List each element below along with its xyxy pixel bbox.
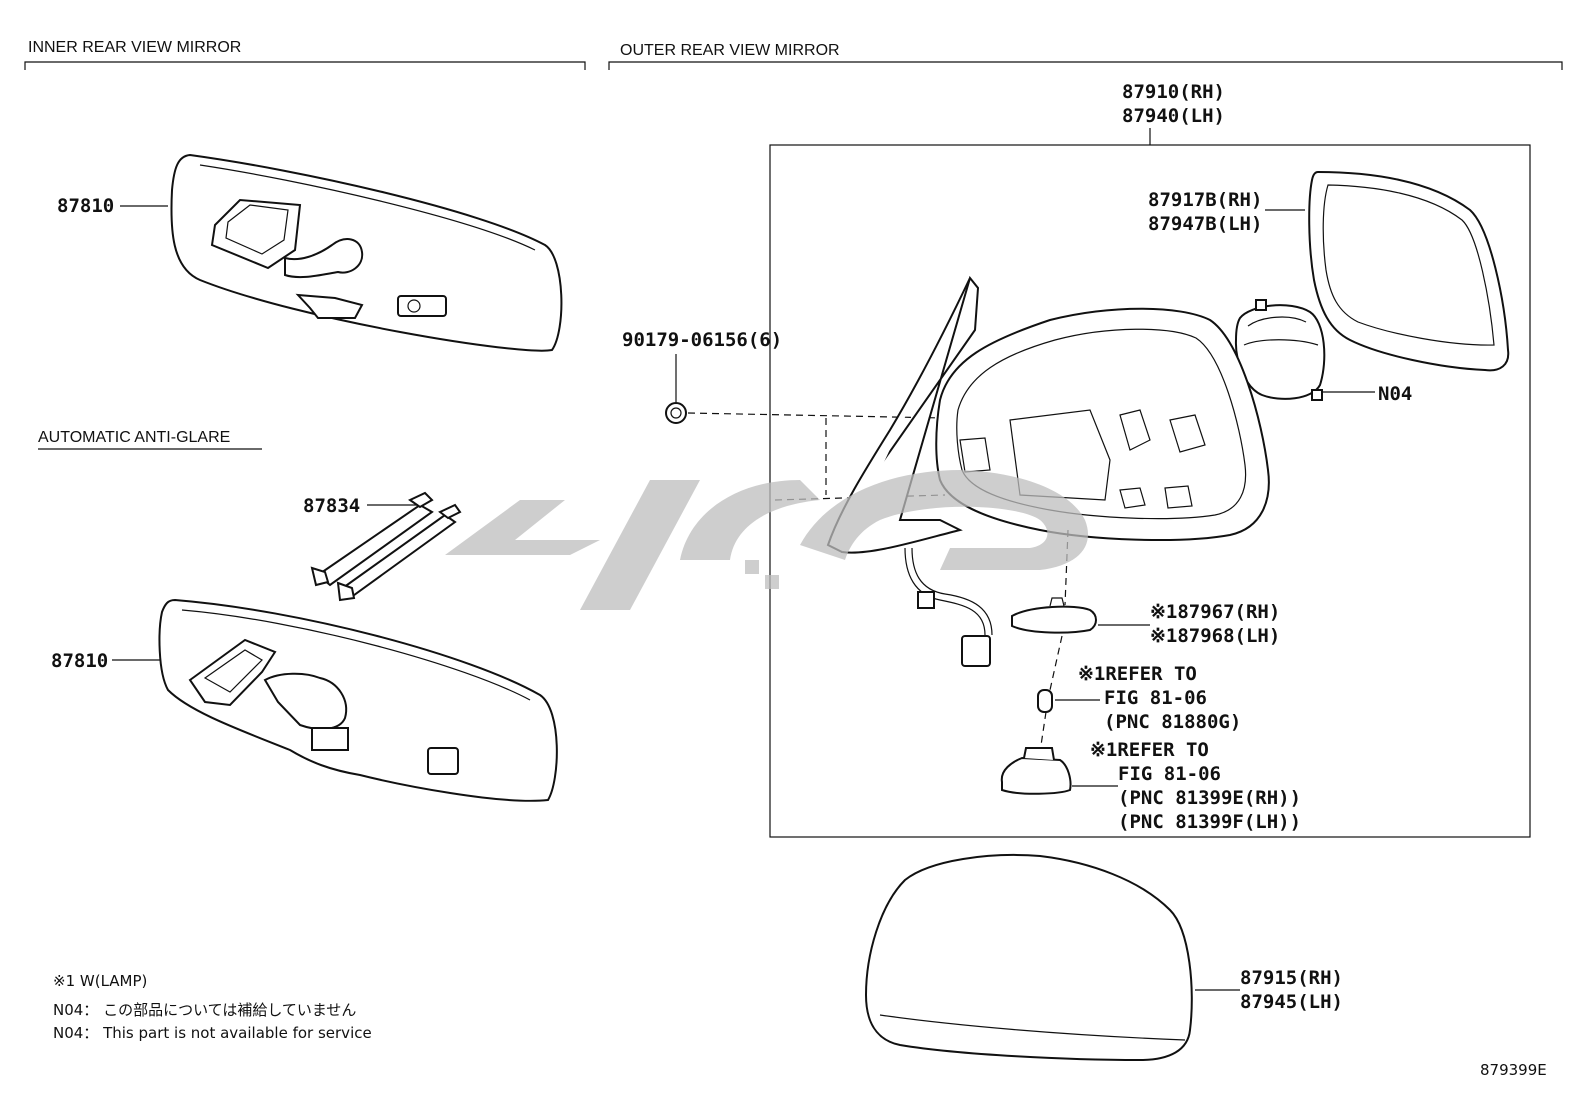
- note-n04-english: N04： This part is not available for serv…: [53, 1024, 372, 1042]
- section-automatic-anti-glare: AUTOMATIC ANTI-GLARE: [38, 429, 230, 446]
- wire-harness: [904, 547, 993, 667]
- section-outer-rear-view-mirror: OUTER REAR VIEW MIRROR: [620, 42, 840, 59]
- inner-mirror-87810-top: [170, 153, 563, 352]
- label-refer-2-line2: FIG 81-06: [1118, 763, 1221, 785]
- section-inner-rear-view-mirror: INNER REAR VIEW MIRROR: [28, 39, 241, 56]
- actuator-n04: [1234, 299, 1326, 401]
- label-refer-2-line3: (PNC 81399E(RH)): [1118, 787, 1301, 809]
- lamp-dashline-2: [1049, 635, 1063, 691]
- screw-dashline-1: [687, 412, 946, 419]
- lamp-socket: [1000, 747, 1072, 795]
- label-87810-auto: 87810: [51, 650, 108, 672]
- mirror-cover-87915: [864, 854, 1193, 1062]
- label-87917b-rh: 87917B(RH): [1148, 189, 1262, 211]
- bulb: [1037, 689, 1053, 713]
- label-n04: N04: [1378, 383, 1412, 405]
- label-87910-rh: 87910(RH): [1122, 81, 1225, 103]
- section-bracket-inner: [24, 61, 586, 70]
- clip-87834: [310, 491, 462, 602]
- label-87834: 87834: [303, 495, 360, 517]
- note-n04-japanese: N04： この部品については補給していません: [53, 1001, 356, 1019]
- figure-id: 879399E: [1480, 1061, 1547, 1079]
- label-90179-06156: 90179-06156(6): [622, 329, 782, 351]
- label-87968-lh: ※187968(LH): [1150, 625, 1280, 647]
- label-refer-2-line1: ※1REFER TO: [1090, 739, 1209, 761]
- lamp-dashline-3: [1039, 711, 1047, 753]
- watermark-logo: [445, 470, 1088, 610]
- mirror-glass-87917b: [1308, 170, 1510, 372]
- screw-90179-06156: [665, 402, 687, 424]
- label-87947b-lh: 87947B(LH): [1148, 213, 1262, 235]
- side-lamp-87967: [1011, 597, 1097, 634]
- label-87940-lh: 87940(LH): [1122, 105, 1225, 127]
- label-refer-1-line2: FIG 81-06: [1104, 687, 1207, 709]
- label-87915-rh: 87915(RH): [1240, 967, 1343, 989]
- inner-mirror-87810-auto: [158, 598, 558, 802]
- label-87945-lh: 87945(LH): [1240, 991, 1343, 1013]
- label-refer-1-line1: ※1REFER TO: [1078, 663, 1197, 685]
- section-bracket-outer: [608, 61, 1563, 70]
- label-refer-2-line4: (PNC 81399F(LH)): [1118, 811, 1301, 833]
- label-refer-1-line3: (PNC 81880G): [1104, 711, 1241, 733]
- note-w-lamp: ※1 W(LAMP): [53, 972, 147, 990]
- label-87810-top: 87810: [57, 195, 114, 217]
- label-87967-rh: ※187967(RH): [1150, 601, 1280, 623]
